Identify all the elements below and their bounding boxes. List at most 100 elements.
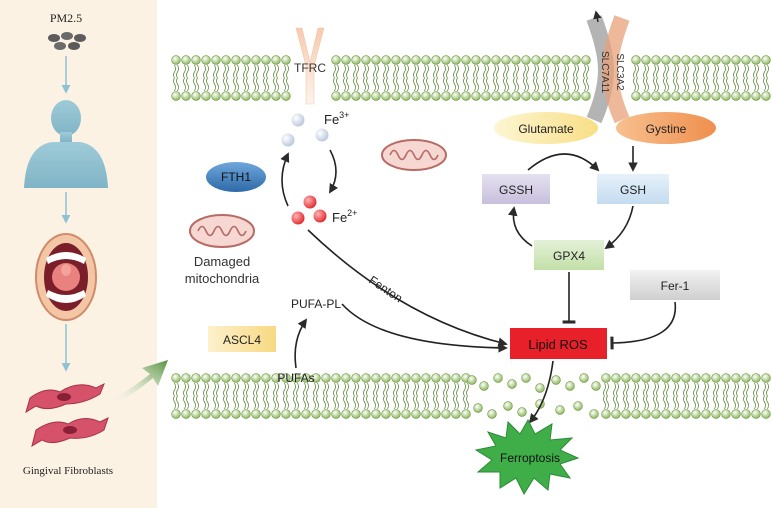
lipid-head [251,409,261,419]
lipid-tail [256,64,259,79]
lipid-tail [383,64,386,79]
lipid-tail [703,395,706,410]
lipid-head [641,55,651,65]
lipid-tail [266,77,269,92]
lipid-tail [636,77,639,92]
lipid-head [441,373,451,383]
lipid-tail [383,382,386,397]
lipid-head [191,91,201,101]
lipid-tail [653,77,656,92]
lipid-head [473,403,483,413]
lipid-tail [376,382,379,397]
lipid-tail [416,382,419,397]
lipid-tail [686,64,689,79]
lipid-tail [466,77,469,92]
lipid-tail [633,77,636,92]
lipid-head [631,55,641,65]
lipid-head [341,91,351,101]
lipid-tail [426,64,429,79]
lipid-head [721,373,731,383]
lipid-tail [363,77,366,92]
lipid-tail [393,382,396,397]
lipid-head [711,409,721,419]
lipid-tail [683,395,686,410]
lipid-tail [556,77,559,92]
lipid-tail [766,395,769,410]
lipid-head [211,55,221,65]
lipid-tail [726,382,729,397]
lipid-tail [496,64,499,79]
lipid-tail [513,64,516,79]
lipid-tail [353,77,356,92]
lipid-head [271,373,281,383]
lipid-tail [473,64,476,79]
lipid-tail [736,382,739,397]
gsh-to-gpx4-arrow [604,205,634,250]
lipid-tail [283,64,286,79]
lipid-head [201,55,211,65]
lipid-head [431,91,441,101]
lipid-tail [263,64,266,79]
lipid-tail [356,382,359,397]
mouth-icon [35,233,97,321]
lipid-tail [353,395,356,410]
lipid-tail [346,382,349,397]
cell-membrane-bottom [171,373,771,419]
lipid-head [431,409,441,419]
lipid-head [271,55,281,65]
lipid-tail [173,77,176,92]
lipid-tail [406,64,409,79]
lipid-tail [236,64,239,79]
lipid-tail [226,64,229,79]
lipid-tail [506,64,509,79]
lipid-tail [346,77,349,92]
lipid-tail [553,77,556,92]
lipid-tail [613,382,616,397]
lipid-tail [203,77,206,92]
lipid-tail [546,77,549,92]
lipid-tail [183,382,186,397]
lipid-tail [326,382,329,397]
lipid-tail [176,64,179,79]
lipid-tail [766,77,769,92]
lipid-tail [406,395,409,410]
lipid-tail [723,382,726,397]
lipid-tail [276,382,279,397]
lipid-tail [663,395,666,410]
lipid-tail [363,395,366,410]
lipid-tail [463,77,466,92]
lipid-tail [353,382,356,397]
lipid-tail [396,64,399,79]
lipid-head [511,55,521,65]
lipid-tail [623,395,626,410]
lipid-head [535,383,545,393]
lipid-tail [223,64,226,79]
lipid-head [761,55,771,65]
lipid-head [681,91,691,101]
lipid-ros-label: Lipid ROS [528,337,588,352]
lipid-tail [716,64,719,79]
lipid-head [431,373,441,383]
lipid-tail [213,395,216,410]
lipid-head [441,91,451,101]
lipid-tail [603,382,606,397]
lipid-tail [563,77,566,92]
lipid-tail [193,64,196,79]
lipid-tail [703,77,706,92]
lipid-head [411,373,421,383]
lipid-tail [433,64,436,79]
lipid-tail [453,64,456,79]
lipid-tail [453,382,456,397]
lipid-head [681,373,691,383]
lipid-tail [243,77,246,92]
lipid-head [541,55,551,65]
lipid-head [421,373,431,383]
lipid-tail [626,395,629,410]
lipid-head [751,409,761,419]
lipid-tail [656,395,659,410]
pufas-label: PUFAs [277,371,314,385]
lipid-tail [443,64,446,79]
fe2-ions [291,195,327,225]
lipid-head [671,91,681,101]
gssh-box [482,174,550,204]
